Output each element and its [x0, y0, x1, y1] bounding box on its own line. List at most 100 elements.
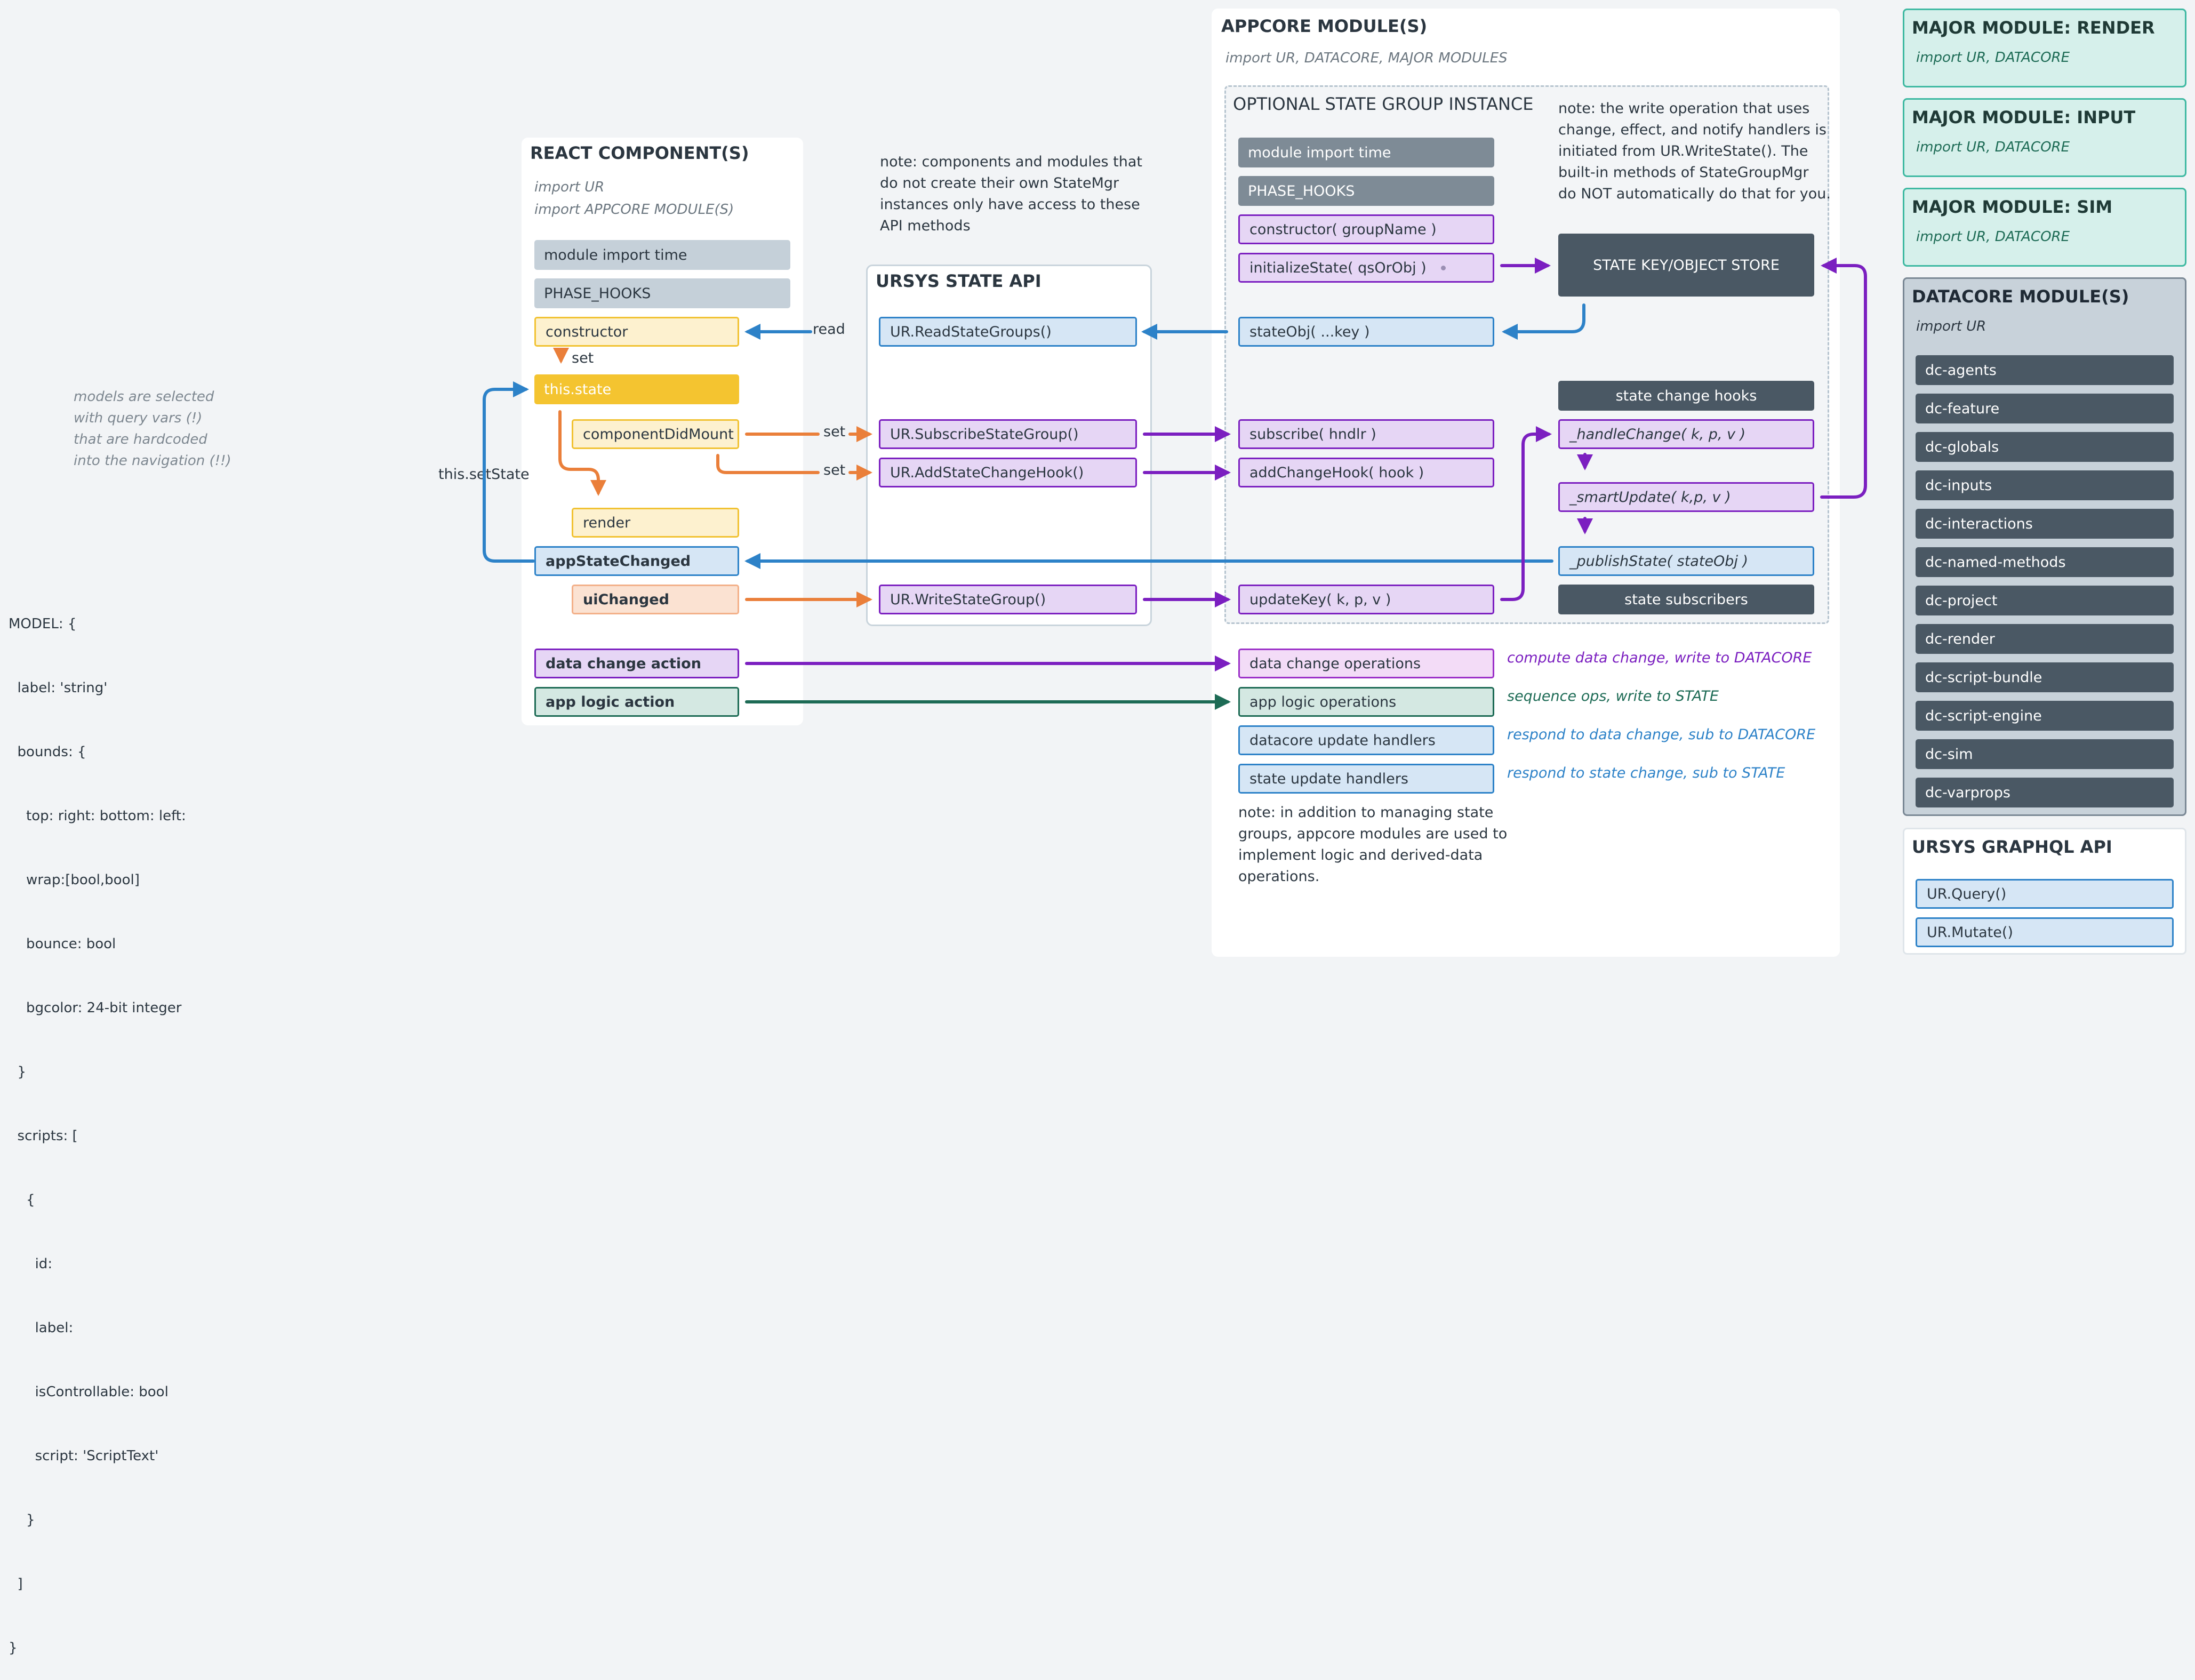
state-change-hooks: state change hooks: [1558, 381, 1814, 411]
react-component-did-mount: componentDidMount: [572, 419, 739, 449]
ursys-state-api-title: URSYS STATE API: [876, 271, 1042, 291]
optional-state-group-title: OPTIONAL STATE GROUP INSTANCE: [1233, 94, 1534, 114]
dc-item: dc-varprops: [1916, 778, 2174, 807]
dc-item: dc-globals: [1916, 432, 2174, 462]
appcore-imports: import UR, DATACORE, MAJOR MODULES: [1225, 50, 1508, 66]
appcore-add-change-hook: addChangeHook( hook ): [1238, 458, 1494, 487]
bottom-note-line: operations.: [1238, 868, 1320, 885]
model-line: isControllable: bool: [9, 1384, 169, 1400]
model-line: id:: [9, 1256, 53, 1272]
left-note-line: that are hardcoded: [74, 431, 207, 447]
react-data-change-action[interactable]: data change action: [534, 649, 739, 678]
model-line: scripts: [: [9, 1128, 78, 1144]
smart-update: _smartUpdate( k,p, v ): [1558, 482, 1814, 512]
dc-item: dc-inputs: [1916, 470, 2174, 500]
arrow-this-setstate: [483, 381, 535, 563]
major-module-title: MAJOR MODULE: INPUT: [1912, 107, 2136, 127]
major-module-sim: MAJOR MODULE: SIM import UR, DATACORE: [1903, 188, 2186, 267]
ur-mutate: UR.Mutate(): [1916, 917, 2174, 947]
ur-subscribe-state-group: UR.SubscribeStateGroup(): [879, 419, 1137, 449]
model-line: {: [9, 1192, 35, 1208]
react-this-state: this.state: [534, 374, 739, 404]
model-line: }: [9, 1512, 35, 1528]
appcore-update-key: updateKey( k, p, v ): [1238, 585, 1494, 614]
model-line: ]: [9, 1576, 23, 1592]
react-phase-hooks: PHASE_HOOKS: [534, 278, 790, 308]
api-note-line: API methods: [880, 218, 971, 234]
desc-data-change: compute data change, write to DATACORE: [1507, 650, 1812, 666]
model-line: }: [9, 1064, 27, 1080]
dc-item: dc-feature: [1916, 394, 2174, 423]
major-module-render: MAJOR MODULE: RENDER import UR, DATACORE: [1903, 9, 2186, 87]
react-render: render: [572, 508, 739, 538]
appcore-subscribe: subscribe( hndlr ): [1238, 419, 1494, 449]
bottom-note-line: implement logic and derived-data: [1238, 847, 1483, 863]
ur-query: UR.Query(): [1916, 879, 2174, 909]
write-note-line: initiated from UR.WriteState(). The: [1558, 143, 1808, 159]
react-ui-changed[interactable]: uiChanged: [572, 585, 739, 614]
bottom-note-line: note: in addition to managing state: [1238, 804, 1494, 821]
write-note-line: change, effect, and notify handlers is: [1558, 122, 1827, 138]
model-line: top: right: bottom: left:: [9, 808, 186, 824]
desc-state: respond to state change, sub to STATE: [1507, 765, 1785, 781]
dc-item: dc-script-engine: [1916, 701, 2174, 731]
datacore-update-handlers: datacore update handlers: [1238, 725, 1494, 755]
react-module-import-time: module import time: [534, 240, 790, 270]
data-change-operations: data change operations: [1238, 649, 1494, 678]
add-hook-set-label: set: [823, 462, 846, 478]
ur-write-state-group: UR.WriteStateGroup(): [879, 585, 1137, 614]
state-update-handlers: state update handlers: [1238, 764, 1494, 794]
major-module-import: import UR, DATACORE: [1916, 50, 2070, 66]
react-constructor: constructor: [534, 317, 739, 347]
ur-add-state-change-hook: UR.AddStateChangeHook(): [879, 458, 1137, 487]
arrow-state-to-render: [558, 410, 606, 496]
connector-arrows: [483, 258, 1867, 710]
publish-state: _publishState( stateObj ): [1558, 546, 1814, 576]
dot-icon: [1441, 266, 1446, 270]
major-module-title: MAJOR MODULE: SIM: [1912, 197, 2113, 217]
subscribe-set-label: set: [823, 423, 846, 440]
appcore-module-import-time: module import time: [1238, 138, 1494, 167]
model-line: bgcolor: 24-bit integer: [9, 1000, 182, 1016]
major-module-title: MAJOR MODULE: RENDER: [1912, 18, 2155, 38]
arrow-updatekey-to-handlechange: [1500, 426, 1552, 601]
constructor-set-label: set: [572, 350, 594, 366]
state-key-object-store: STATE KEY/OBJECT STORE: [1558, 234, 1814, 297]
api-note: note: components and modules that do not…: [880, 151, 1142, 237]
arrow-store-to-stateobj: [1502, 303, 1585, 340]
optional-state-group-panel: [1224, 85, 1829, 624]
react-app-state-changed: appStateChanged: [534, 546, 739, 576]
react-app-logic-action[interactable]: app logic action: [534, 687, 739, 717]
dc-item: dc-interactions: [1916, 509, 2174, 539]
state-subscribers: state subscribers: [1558, 585, 1814, 614]
dc-item: dc-project: [1916, 586, 2174, 615]
model-line: bounce: bool: [9, 936, 116, 952]
react-import-ur: import UR: [534, 179, 605, 195]
dc-item: dc-named-methods: [1916, 547, 2174, 577]
datacore-import: import UR: [1916, 318, 1986, 334]
api-note-line: instances only have access to these: [880, 196, 1140, 213]
dc-item: dc-script-bundle: [1916, 662, 2174, 692]
datacore-title: DATACORE MODULE(S): [1912, 286, 2129, 307]
dc-item: dc-sim: [1916, 739, 2174, 769]
arrow-didmount-addhook: [716, 454, 869, 473]
graphql-title: URSYS GRAPHQL API: [1912, 837, 2112, 857]
write-note-line: built-in methods of StateGroupMgr: [1558, 164, 1809, 181]
api-note-line: note: components and modules that: [880, 154, 1142, 170]
model-line: label: 'string': [9, 680, 108, 696]
desc-app-logic: sequence ops, write to STATE: [1507, 688, 1719, 705]
write-note: note: the write operation that uses chan…: [1558, 98, 1831, 205]
react-title: REACT COMPONENT(S): [530, 143, 749, 163]
left-note-line: with query vars (!): [74, 410, 203, 426]
react-import-appcore: import APPCORE MODULE(S): [534, 202, 734, 218]
major-module-import: import UR, DATACORE: [1916, 139, 2070, 155]
model-line: wrap:[bool,bool]: [9, 872, 140, 888]
appcore-state-obj: stateObj( ...key ): [1238, 317, 1494, 347]
appcore-phase-hooks: PHASE_HOOKS: [1238, 176, 1494, 206]
appcore-bottom-note: note: in addition to managing state grou…: [1238, 802, 1507, 887]
major-module-input: MAJOR MODULE: INPUT import UR, DATACORE: [1903, 98, 2186, 177]
model-line: }: [9, 1640, 18, 1656]
handle-change: _handleChange( k, p, v ): [1558, 419, 1814, 449]
left-note-line: models are selected: [74, 389, 214, 405]
model-line: bounds: {: [9, 744, 86, 760]
